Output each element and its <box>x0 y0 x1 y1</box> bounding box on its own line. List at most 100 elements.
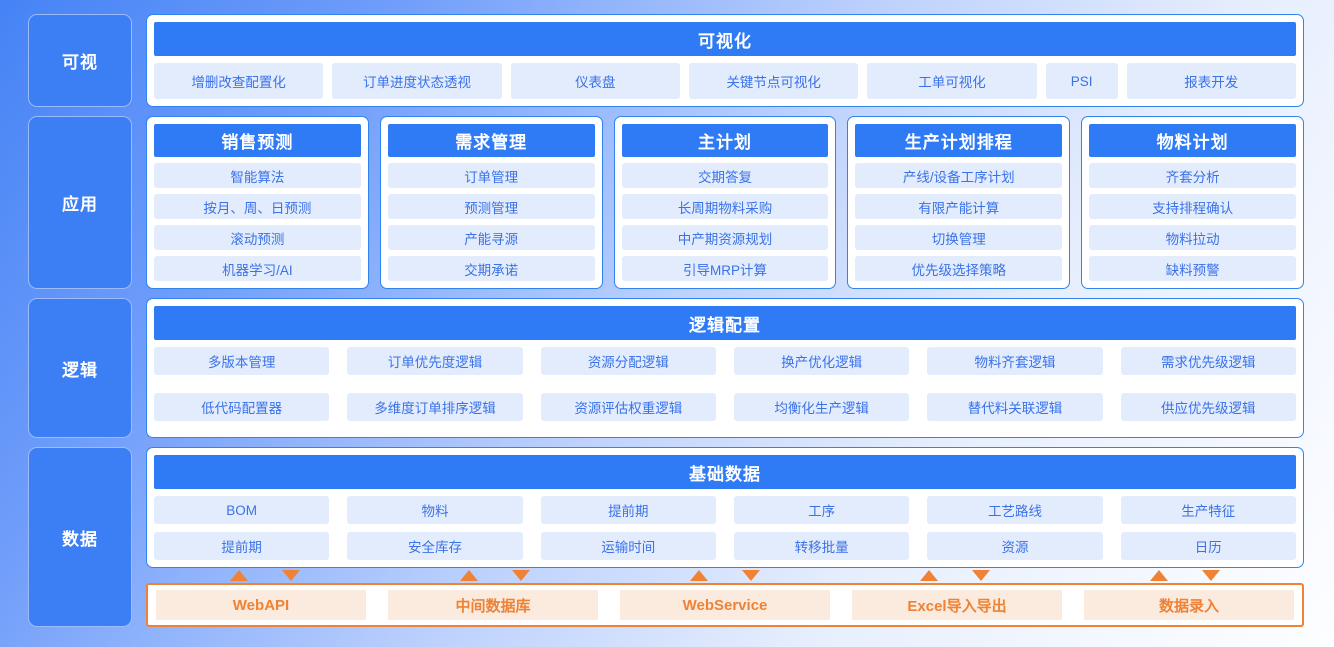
integration-item-data-entry[interactable]: 数据录入 <box>1084 590 1294 620</box>
chip-logic-1-3[interactable]: 均衡化生产逻辑 <box>733 392 910 421</box>
chip-data-1-3[interactable]: 转移批量 <box>733 532 910 560</box>
chip-data-0-2[interactable]: 提前期 <box>540 496 716 524</box>
visualization-header-label: 可视化 <box>698 31 752 51</box>
layer-logic: 逻辑 逻辑配置 多版本管理 订单优先度逻辑 资源分配逻辑 换产优化逻辑 物料齐套… <box>28 298 1304 438</box>
header-label: 需求管理 <box>455 133 528 152</box>
chip-app-3-3[interactable]: 优先级选择策略 <box>855 256 1063 281</box>
chip-visualization-1[interactable]: 订单进度状态透视 <box>332 63 502 99</box>
chip-app-4-0[interactable]: 齐套分析 <box>1089 163 1296 188</box>
side-tab-visualization[interactable]: 可视 <box>28 14 132 107</box>
chip-app-1-3[interactable]: 交期承诺 <box>387 256 595 281</box>
chip-logic-1-2[interactable]: 资源评估权重逻辑 <box>540 392 716 421</box>
chip-app-2-0[interactable]: 交期答复 <box>621 163 829 188</box>
chip-visualization-3[interactable]: 关键节点可视化 <box>688 63 859 99</box>
chip-app-0-3[interactable]: 机器学习/AI <box>154 256 361 281</box>
chip-data-1-5[interactable]: 日历 <box>1120 532 1296 560</box>
chip-logic-1-0[interactable]: 低代码配置器 <box>154 392 330 421</box>
chip-label: 需求优先级逻辑 <box>1161 355 1256 370</box>
chip-app-1-0[interactable]: 订单管理 <box>387 163 595 188</box>
chip-label: 按月、周、日预测 <box>203 200 312 216</box>
integration-label: 数据录入 <box>1158 597 1219 615</box>
chip-logic-0-4[interactable]: 物料齐套逻辑 <box>927 347 1103 375</box>
chip-data-1-2[interactable]: 运输时间 <box>540 532 716 560</box>
chip-label: 提前期 <box>608 504 649 519</box>
chip-app-4-3[interactable]: 缺料预警 <box>1089 256 1296 281</box>
chip-logic-1-4[interactable]: 替代料关联逻辑 <box>927 392 1103 421</box>
application-columns: 销售预测 智能算法 按月、周、日预测 滚动预测 机器学习/AI 需求管理 订单管… <box>146 116 1304 289</box>
chip-app-3-0[interactable]: 产线/设备工序计划 <box>855 163 1063 188</box>
arrow-down-icon <box>1202 570 1220 581</box>
integration-item-webservice[interactable]: WebService <box>620 590 830 620</box>
chip-label: 资源评估权重逻辑 <box>574 400 683 416</box>
arrow-down-icon <box>742 570 760 581</box>
chip-label: 运输时间 <box>601 540 656 555</box>
chip-label: 换产优化逻辑 <box>781 355 863 370</box>
chip-app-2-3[interactable]: 引导MRP计算 <box>621 256 829 281</box>
chip-data-1-1[interactable]: 安全库存 <box>347 532 523 560</box>
side-tab-data-label: 数据 <box>62 529 98 549</box>
chip-data-0-4[interactable]: 工艺路线 <box>927 496 1103 524</box>
chip-label: 智能算法 <box>230 169 285 185</box>
chip-data-1-0[interactable]: 提前期 <box>154 532 330 560</box>
integration-item-webapi[interactable]: WebAPI <box>156 590 366 620</box>
chip-label: 订单管理 <box>464 169 519 185</box>
integration-item-excel-import-export[interactable]: Excel导入导出 <box>852 590 1062 620</box>
chip-data-0-3[interactable]: 工序 <box>733 496 910 524</box>
chip-label: 产线/设备工序计划 <box>902 169 1015 185</box>
chip-app-3-2[interactable]: 切换管理 <box>855 225 1063 250</box>
side-tab-visualization-label: 可视 <box>62 53 98 72</box>
chip-app-2-2[interactable]: 中产期资源规划 <box>621 225 829 250</box>
side-tab-logic[interactable]: 逻辑 <box>28 298 132 438</box>
chip-app-0-2[interactable]: 滚动预测 <box>154 225 361 250</box>
chip-label: 订单进度状态透视 <box>362 75 471 90</box>
arrow-pair-4 <box>1070 570 1300 583</box>
integration-label: WebService <box>682 596 768 614</box>
application-column-demand-management: 需求管理 订单管理 预测管理 产能寻源 交期承诺 <box>379 116 603 289</box>
integration-bar: WebAPI 中间数据库 WebService Excel导入导出 数据录入 <box>146 583 1304 627</box>
chip-app-0-1[interactable]: 按月、周、日预测 <box>154 194 361 219</box>
chip-visualization-6[interactable]: 报表开发 <box>1126 63 1296 99</box>
chip-app-3-1[interactable]: 有限产能计算 <box>855 194 1063 219</box>
chip-label: 多维度订单排序逻辑 <box>374 400 496 416</box>
chip-logic-1-5[interactable]: 供应优先级逻辑 <box>1120 392 1296 421</box>
integration-label: WebAPI <box>232 596 290 614</box>
chip-app-2-1[interactable]: 长周期物料采购 <box>621 194 829 219</box>
chip-app-4-1[interactable]: 支持排程确认 <box>1089 194 1296 219</box>
chip-logic-0-3[interactable]: 换产优化逻辑 <box>733 347 910 375</box>
chip-logic-0-5[interactable]: 需求优先级逻辑 <box>1120 347 1296 375</box>
chip-visualization-2[interactable]: 仪表盘 <box>510 63 680 99</box>
side-tab-data[interactable]: 数据 <box>28 447 132 627</box>
integration-label: 中间数据库 <box>455 597 531 615</box>
data-chip-grid: BOM 物料 提前期 工序 工艺路线 生产特征 提前期 安全库存 运输时间 转移… <box>154 496 1296 560</box>
integration-arrows <box>146 568 1304 583</box>
chip-label: 供应优先级逻辑 <box>1161 400 1256 416</box>
chip-app-1-1[interactable]: 预测管理 <box>387 194 595 219</box>
side-tab-application[interactable]: 应用 <box>28 116 132 289</box>
arrow-pair-3 <box>840 570 1070 583</box>
chip-visualization-0[interactable]: 增删改查配置化 <box>154 63 324 99</box>
chip-app-4-2[interactable]: 物料拉动 <box>1089 225 1296 250</box>
chip-label: 生产特征 <box>1181 504 1236 519</box>
chip-app-1-2[interactable]: 产能寻源 <box>387 225 595 250</box>
chip-visualization-4[interactable]: 工单可视化 <box>867 63 1037 99</box>
chip-logic-0-0[interactable]: 多版本管理 <box>154 347 330 375</box>
chip-data-0-5[interactable]: 生产特征 <box>1120 496 1296 524</box>
chip-visualization-5[interactable]: PSI <box>1045 63 1118 99</box>
arrow-down-icon <box>972 570 990 581</box>
arrow-up-icon <box>460 570 478 581</box>
chip-logic-0-2[interactable]: 资源分配逻辑 <box>540 347 716 375</box>
chip-data-0-1[interactable]: 物料 <box>347 496 523 524</box>
application-column-header: 销售预测 <box>154 124 361 157</box>
application-column-master-plan: 主计划 交期答复 长周期物料采购 中产期资源规划 引导MRP计算 <box>613 116 837 289</box>
chip-data-0-0[interactable]: BOM <box>154 496 330 524</box>
chip-label: 均衡化生产逻辑 <box>774 400 869 416</box>
chip-label: 增删改查配置化 <box>191 75 286 90</box>
visualization-header: 可视化 <box>154 22 1296 56</box>
chip-logic-1-1[interactable]: 多维度订单排序逻辑 <box>347 392 523 421</box>
chip-app-0-0[interactable]: 智能算法 <box>154 163 361 188</box>
chip-logic-0-1[interactable]: 订单优先度逻辑 <box>347 347 523 375</box>
data-and-integration-stack: 基础数据 BOM 物料 提前期 工序 工艺路线 生产特征 提前期 安全库存 运输… <box>146 447 1304 627</box>
chip-data-1-4[interactable]: 资源 <box>927 532 1103 560</box>
integration-item-middle-database[interactable]: 中间数据库 <box>388 590 598 620</box>
